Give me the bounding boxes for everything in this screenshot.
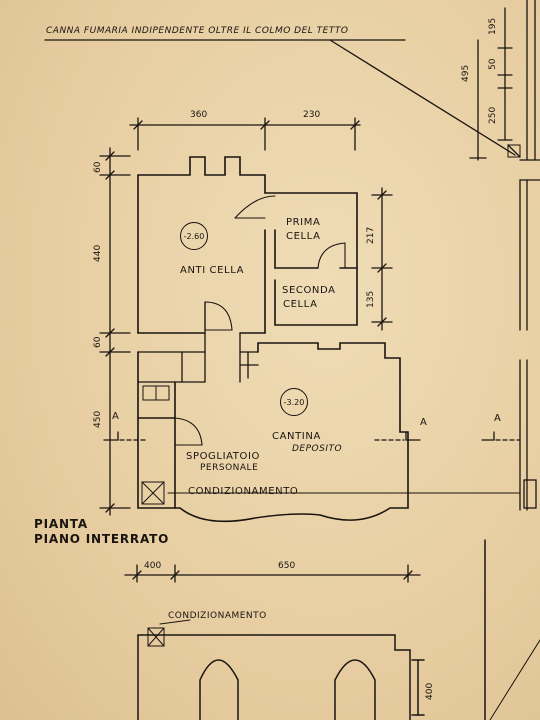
label-condizionamento: CONDIZIONAMENTO [188, 486, 299, 497]
label-condizionamento-lower: CONDIZIONAMENTO [168, 611, 267, 621]
section-mark-far: A [494, 413, 502, 424]
stair-passage [137, 301, 259, 383]
room-deposito: DEPOSITO [292, 444, 343, 454]
dim-440: 440 [93, 244, 103, 262]
plan-title-line1: PIANTA [34, 517, 88, 531]
top-dimension-line [129, 117, 361, 151]
dim-450: 450 [93, 410, 103, 428]
dim-217: 217 [366, 226, 376, 244]
room-prima: PRIMA [286, 217, 321, 228]
dim-230: 230 [303, 110, 321, 120]
cella-walls [264, 192, 358, 326]
room-personale: PERSONALE [200, 463, 259, 473]
dim-360: 360 [190, 110, 208, 120]
right-dimension-line [469, 7, 513, 161]
plan-title-line2: PIANO INTERRATO [34, 532, 170, 546]
level-marker-anti-cella: -2.60 [180, 222, 208, 250]
cantina-walls [137, 342, 521, 523]
dim-400-bottom: 400 [144, 561, 162, 571]
room-cantina: CANTINA [272, 431, 321, 442]
room-prima-cella: CELLA [286, 231, 321, 242]
level-marker-cantina: -3.20 [280, 388, 308, 416]
anti-cella-walls [137, 156, 276, 334]
dim-60-mid: 60 [93, 336, 103, 348]
adjacent-building-fragment [507, 0, 540, 511]
cella-dimension-line [371, 187, 393, 331]
dim-135: 135 [366, 290, 376, 308]
room-seconda-cella: CELLA [283, 299, 318, 310]
dim-195: 195 [488, 17, 498, 35]
section-mark-left: A [112, 411, 120, 422]
room-anti-cella: ANTI CELLA [180, 265, 245, 276]
lower-plan-outline [137, 539, 540, 720]
section-marks [103, 431, 521, 441]
chimney-leader-line [329, 39, 516, 156]
dim-50: 50 [488, 58, 498, 70]
section-mark-right: A [420, 417, 428, 428]
dim-60-top: 60 [93, 161, 103, 173]
dim-250: 250 [488, 106, 498, 124]
room-seconda: SECONDA [282, 285, 336, 296]
room-spogliatoio: SPOGLIATOIO [186, 451, 260, 462]
dim-650: 650 [278, 561, 296, 571]
dim-400-lower: 400 [425, 682, 435, 700]
dim-495: 495 [461, 64, 471, 82]
bottom-dimension-line [124, 564, 421, 583]
chimney-note: CANNA FUMARIA INDIPENDENTE OLTRE IL COLM… [46, 26, 349, 36]
left-dimension-line [99, 147, 131, 516]
